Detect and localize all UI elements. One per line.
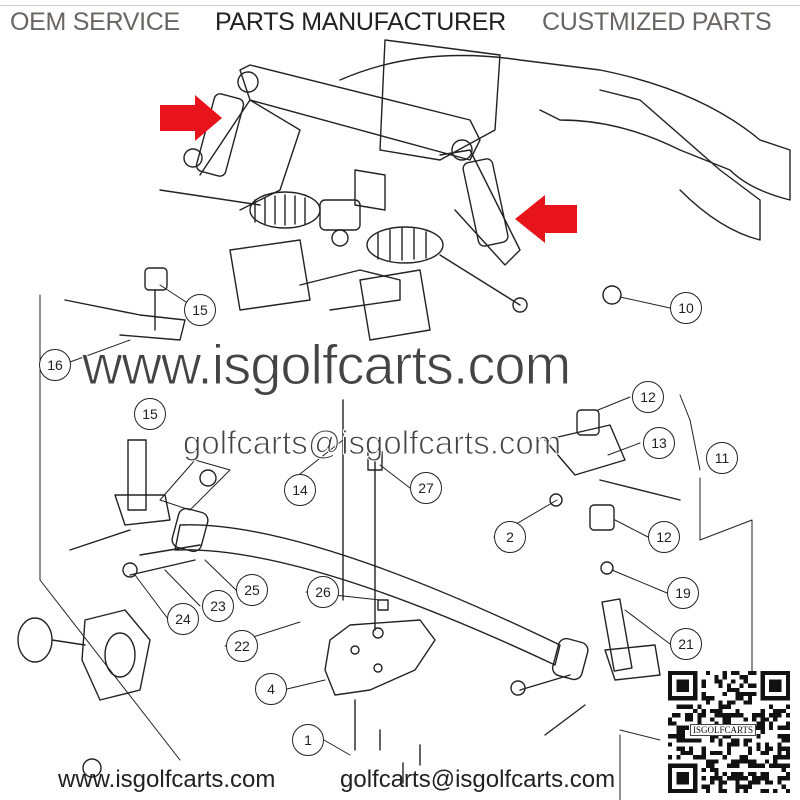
shock-absorber-right: [451, 139, 509, 247]
callout-part-13: 13: [643, 427, 675, 459]
vehicle-frame: [199, 39, 791, 341]
mounting-bracket: [82, 399, 436, 784]
qr-label: ISGOLFCARTS: [690, 724, 756, 736]
header-banner: OEM SERVICE PARTS MANUFACTURER CUSTMIZED…: [0, 5, 800, 40]
footer-website: www.isgolfcarts.com: [58, 766, 276, 793]
callout-part-24: 24: [167, 603, 199, 635]
callout-part-16: 16: [39, 349, 71, 381]
callout-part-14: 14: [284, 474, 316, 506]
callout-part-23: 23: [202, 590, 234, 622]
callout-part-21: 21: [670, 628, 702, 660]
watermark-website: www.isgolfcarts.com: [81, 333, 571, 397]
wheel-hub: [17, 609, 151, 701]
callout-part-26: 26: [307, 576, 339, 608]
axle-beam: [122, 507, 589, 696]
callout-part-19: 19: [667, 577, 699, 609]
callout-part-15: 15: [134, 398, 166, 430]
callout-part-25: 25: [236, 574, 268, 606]
callout-part-2: 2: [494, 521, 526, 553]
callout-part-11: 11: [706, 442, 738, 474]
watermark-email: golfcarts@isgolfcarts.com: [182, 424, 562, 462]
footer-email: golfcarts@isgolfcarts.com: [340, 766, 616, 793]
steering-rack: [159, 169, 528, 313]
callout-part-27: 27: [410, 472, 442, 504]
right-steering-knuckle: [544, 285, 681, 736]
red-arrow-right-shock: [515, 195, 577, 243]
red-arrow-left-shock: [160, 95, 222, 141]
header-oem-service: OEM SERVICE: [10, 8, 180, 36]
callout-part-12: 12: [648, 521, 680, 553]
callout-part-10: 10: [670, 292, 702, 324]
callout-part-15: 15: [184, 294, 216, 326]
callout-part-4: 4: [255, 673, 287, 705]
header-customized-parts: CUSTMIZED PARTS: [542, 8, 772, 36]
callout-part-1: 1: [292, 724, 324, 756]
callout-part-12: 12: [632, 381, 664, 413]
header-parts-manufacturer: PARTS MANUFACTURER: [215, 8, 506, 36]
callout-part-22: 22: [226, 630, 258, 662]
leader-lines: [39, 284, 753, 800]
